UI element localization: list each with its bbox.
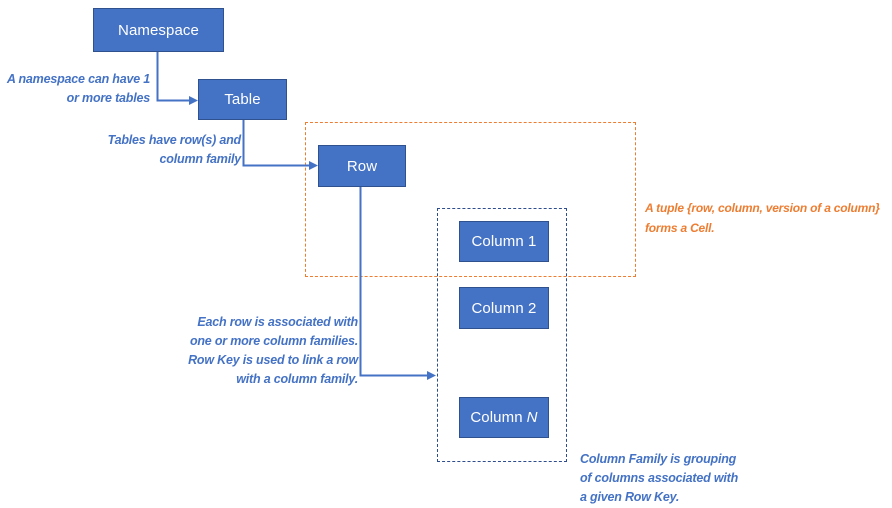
arrowhead-icon bbox=[309, 161, 318, 170]
table-annotation: Tables have row(s) and column family bbox=[107, 133, 242, 166]
arrowhead-icon bbox=[427, 371, 436, 380]
namespace-node: Namespace bbox=[93, 8, 224, 52]
arrowhead-icon bbox=[189, 96, 198, 105]
column-n-node-label-n: N bbox=[526, 409, 538, 426]
connector-row-to-column-family bbox=[359, 187, 436, 380]
connector-table-to-row bbox=[242, 120, 318, 170]
column-family-group-outline bbox=[437, 208, 567, 462]
cell-tuple-annotation: A tuple {row, column, version of a colum… bbox=[645, 201, 880, 235]
column-1-node: Column 1 bbox=[459, 221, 549, 262]
row-node-label: Row bbox=[346, 157, 378, 175]
namespace-node-label: Namespace bbox=[118, 21, 199, 39]
column-n-node: Column N bbox=[459, 397, 549, 438]
cell-tuple-group-outline bbox=[305, 122, 636, 277]
namespace-annotation: A namespace can have 1 or more tables bbox=[6, 72, 150, 105]
column-n-node-label: Column bbox=[470, 409, 523, 426]
column-2-node-label: Column 2 bbox=[471, 299, 537, 317]
column-family-annotation: Column Family is grouping of columns ass… bbox=[580, 452, 739, 504]
table-node: Table bbox=[198, 79, 287, 120]
row-annotation: Each row is associated with one or more … bbox=[188, 315, 358, 386]
column-2-node: Column 2 bbox=[459, 287, 549, 329]
row-node: Row bbox=[318, 145, 406, 187]
table-node-label: Table bbox=[224, 91, 261, 108]
connector-namespace-to-table bbox=[156, 52, 198, 105]
column-1-node-label: Column 1 bbox=[471, 233, 537, 250]
